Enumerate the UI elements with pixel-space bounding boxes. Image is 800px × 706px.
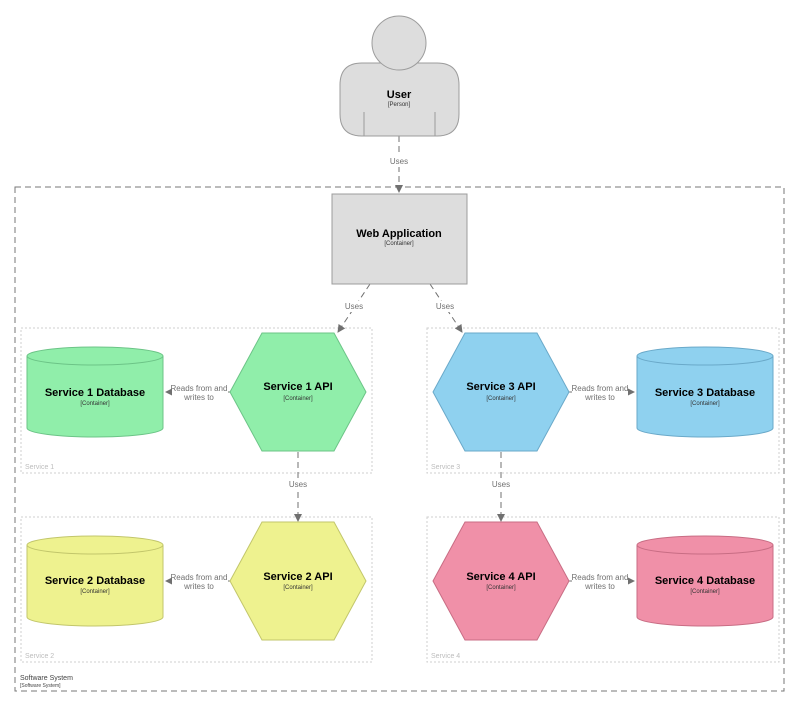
- container-service-1-api[interactable]: Service 1 API [Container]: [229, 332, 367, 452]
- service-1-database-cylinder: [26, 346, 164, 438]
- software-system-label: Software System: [20, 675, 73, 682]
- edge-s4-db-label-line2: writes to: [584, 582, 615, 591]
- person-type: [Person]: [388, 102, 411, 108]
- container-service-4-api[interactable]: Service 4 API [Container]: [432, 521, 570, 641]
- service-1-api-type: [Container]: [283, 396, 313, 402]
- group-service-4: Service 4: [426, 516, 780, 663]
- web-application-name: Web Application: [356, 228, 442, 240]
- service-3-api-hexagon: [432, 332, 570, 452]
- software-system-type: [Software System]: [20, 683, 61, 689]
- edge-s4-db: Reads from and writes to: [569, 572, 635, 592]
- edge-web-s3-label: Uses: [436, 302, 454, 311]
- edge-s2-db-label-line2: writes to: [183, 582, 214, 591]
- edge-s1-db-label-line2: writes to: [183, 393, 214, 402]
- edge-s3-db-label-line1: Reads from and: [572, 384, 629, 393]
- edge-web-s3: Uses: [429, 283, 463, 333]
- service-2-database-type: [Container]: [80, 589, 110, 595]
- service-1-database-type: [Container]: [80, 401, 110, 407]
- service-3-api-name: Service 3 API: [466, 381, 535, 393]
- service-4-database-name: Service 4 Database: [655, 575, 755, 587]
- container-service-3-database[interactable]: Service 3 Database [Container]: [636, 346, 774, 438]
- service-1-api-hexagon: [229, 332, 367, 452]
- edge-s3-s4-label: Uses: [492, 480, 510, 489]
- service-4-api-name: Service 4 API: [466, 571, 535, 583]
- container-service-1-database[interactable]: Service 1 Database [Container]: [26, 346, 164, 438]
- service-1-database-name: Service 1 Database: [45, 387, 145, 399]
- service-2-api-name: Service 2 API: [263, 571, 332, 583]
- edge-user-web-label: Uses: [390, 157, 408, 166]
- group-service-2: Service 2: [20, 516, 373, 663]
- edge-s3-s4: Uses: [488, 452, 514, 522]
- edge-s3-db: Reads from and writes to: [569, 383, 635, 403]
- container-service-2-api[interactable]: Service 2 API [Container]: [229, 521, 367, 641]
- group-service-3: Service 3: [426, 327, 780, 474]
- edge-s2-db: Reads from and writes to: [165, 572, 230, 592]
- edge-s1-db: Reads from and writes to: [165, 383, 230, 403]
- service-3-api-type: [Container]: [486, 396, 516, 402]
- edge-s3-db-label-line2: writes to: [584, 393, 615, 402]
- edge-s4-db-label-line1: Reads from and: [572, 573, 629, 582]
- group-service-2-label: Service 2: [25, 653, 54, 660]
- person-user[interactable]: User [Person]: [339, 15, 460, 137]
- person-head-icon: [371, 15, 427, 71]
- group-service-3-label: Service 3: [431, 464, 460, 471]
- web-application-type: [Container]: [384, 241, 414, 247]
- service-3-database-name: Service 3 Database: [655, 387, 755, 399]
- service-4-database-type: [Container]: [690, 589, 720, 595]
- service-4-api-type: [Container]: [486, 585, 516, 591]
- container-web-application[interactable]: Web Application [Container]: [331, 193, 468, 285]
- service-4-api-hexagon: [432, 521, 570, 641]
- edge-s1-db-label-line1: Reads from and: [171, 384, 228, 393]
- service-4-database-cylinder: [636, 535, 774, 627]
- edge-user-web: Uses: [386, 136, 412, 193]
- group-service-1-label: Service 1: [25, 464, 54, 471]
- person-name: User: [387, 89, 412, 101]
- group-service-1: Service 1: [20, 327, 373, 474]
- service-2-database-name: Service 2 Database: [45, 575, 145, 587]
- service-3-database-cylinder: [636, 346, 774, 438]
- service-1-api-name: Service 1 API: [263, 381, 332, 393]
- edge-web-s1: Uses: [337, 283, 371, 333]
- edge-s1-s2: Uses: [285, 452, 311, 522]
- edge-web-s1-label: Uses: [345, 302, 363, 311]
- edge-s1-s2-label: Uses: [289, 480, 307, 489]
- web-application-box: [331, 193, 468, 285]
- service-2-api-type: [Container]: [283, 585, 313, 591]
- service-2-database-cylinder: [26, 535, 164, 627]
- group-service-4-label: Service 4: [431, 653, 460, 660]
- container-service-2-database[interactable]: Service 2 Database [Container]: [26, 535, 164, 627]
- service-3-database-type: [Container]: [690, 401, 720, 407]
- container-service-4-database[interactable]: Service 4 Database [Container]: [636, 535, 774, 627]
- service-2-api-hexagon: [229, 521, 367, 641]
- edge-s2-db-label-line1: Reads from and: [171, 573, 228, 582]
- person-body: [339, 62, 460, 137]
- container-service-3-api[interactable]: Service 3 API [Container]: [432, 332, 570, 452]
